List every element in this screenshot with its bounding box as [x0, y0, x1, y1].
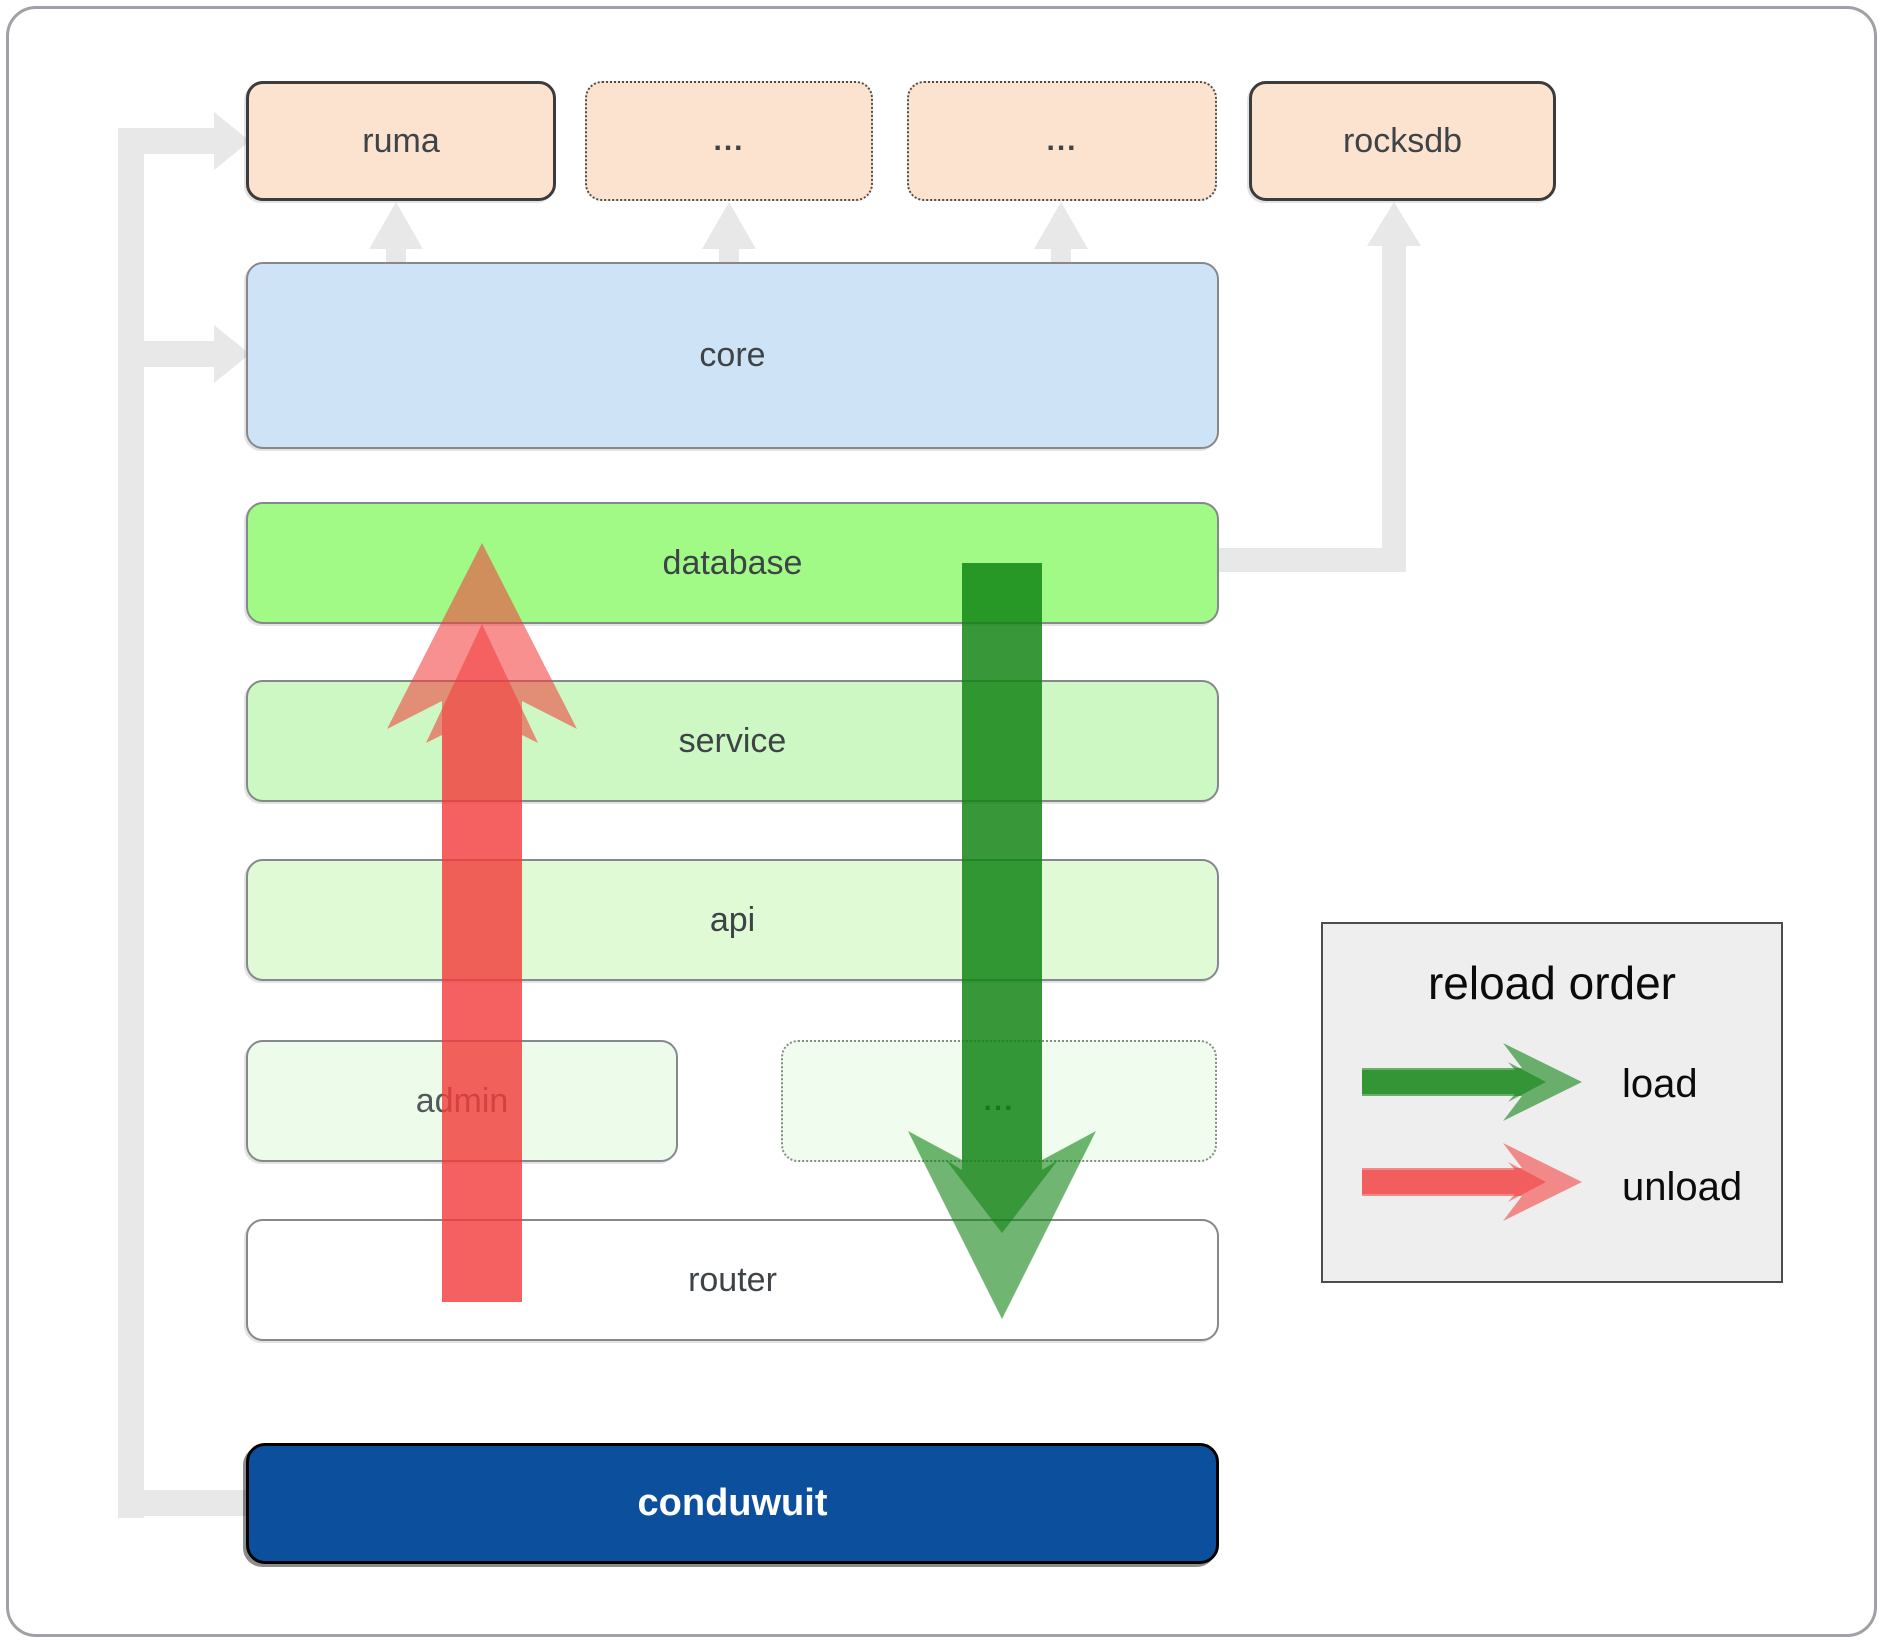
layer-api-label: api	[709, 900, 756, 939]
node-deps-ellipsis-2-label: ...	[1046, 124, 1078, 157]
legend: reload order load unload	[1321, 922, 1783, 1283]
node-ruma-label: ruma	[362, 121, 440, 160]
diagram-outer-border	[6, 6, 1877, 1637]
layer-router: router	[246, 1219, 1219, 1341]
layer-api: api	[246, 859, 1219, 981]
node-ruma: ruma	[246, 81, 556, 201]
layer-router-label: router	[688, 1260, 777, 1299]
node-conduwuit-label: conduwuit	[637, 1482, 828, 1524]
node-deps-ellipsis-1-label: ...	[713, 124, 745, 157]
node-deps-ellipsis-2: ...	[907, 81, 1217, 201]
layer-ellipsis: ...	[781, 1040, 1217, 1162]
node-rocksdb-label: rocksdb	[1342, 121, 1463, 160]
legend-title: reload order	[1427, 957, 1677, 1009]
layer-service: service	[246, 680, 1219, 802]
node-rocksdb: rocksdb	[1249, 81, 1556, 201]
layer-admin-label: admin	[415, 1081, 509, 1120]
layer-service-label: service	[678, 721, 787, 760]
node-conduwuit: conduwuit	[246, 1443, 1219, 1564]
layer-core-label: core	[699, 336, 766, 374]
node-deps-ellipsis-1: ...	[585, 81, 873, 201]
layer-admin: admin	[246, 1040, 678, 1162]
layer-database-label: database	[662, 543, 803, 582]
layer-ellipsis-label: ...	[983, 1084, 1015, 1117]
layer-core: core	[246, 262, 1219, 449]
layer-database: database	[246, 502, 1219, 624]
legend-load-label: load	[1622, 1061, 1698, 1106]
legend-unload-label: unload	[1622, 1164, 1743, 1209]
